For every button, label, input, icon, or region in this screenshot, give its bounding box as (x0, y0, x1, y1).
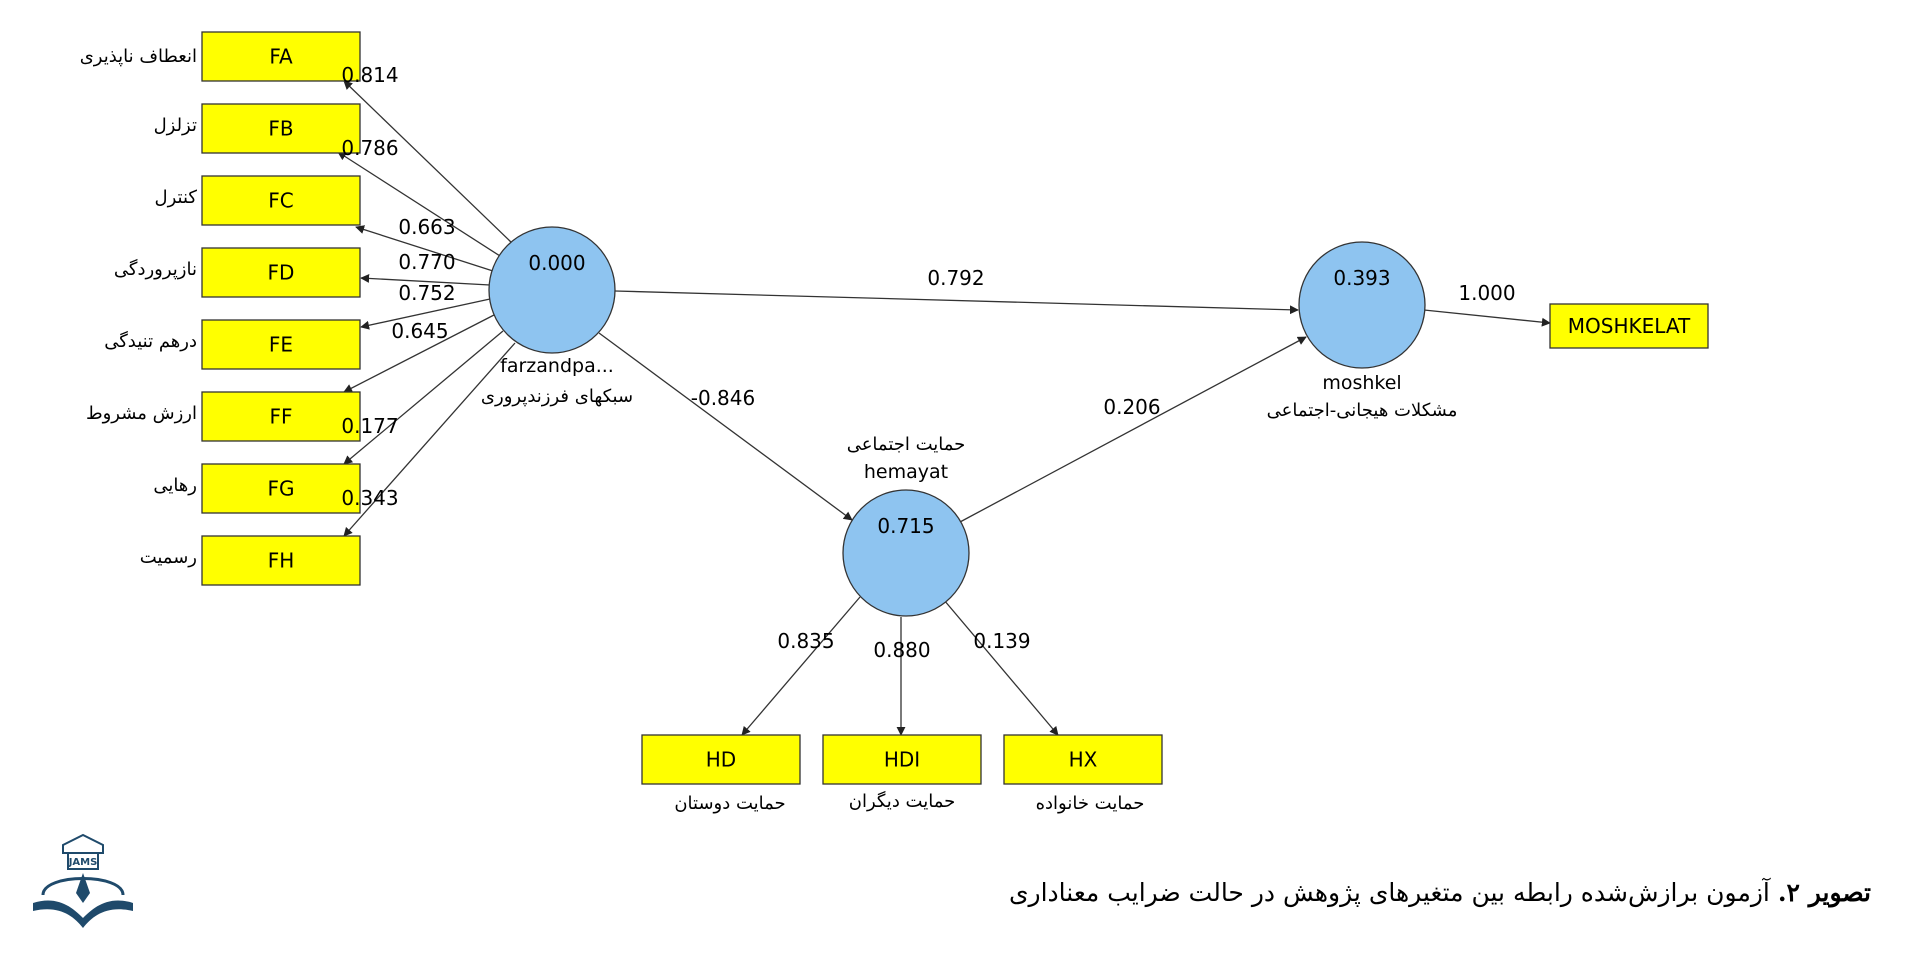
indicator-box-fe (201, 319, 361, 370)
coefficient-farzand-FC: 0.663 (398, 215, 455, 239)
coefficient-hemayat-HD: 0.835 (777, 629, 834, 653)
indicator-label-fb: تزلزل (154, 115, 197, 136)
construct-label-moshkel: مشکلات هیجانی-اجتماعی (1267, 400, 1458, 421)
indicator-label-ff: ارزش مشروط (86, 403, 197, 424)
construct-hemayat (842, 489, 970, 617)
indicator-box-fa (201, 31, 361, 82)
construct-farzand (488, 226, 616, 354)
caption-text: آزمون برازش‌شده رابطه بین متغیرهای پژوهش… (1008, 878, 1778, 907)
construct-moshkel (1298, 241, 1426, 369)
coefficient-farzand-FA: 0.814 (341, 63, 398, 87)
indicator-label-fe: درهم تنیدگی (104, 330, 197, 352)
figure-caption: تصویر ۲. آزمون برازش‌شده رابطه بین متغیر… (1009, 878, 1871, 907)
indicator-label-hdi: حمایت دیگران (849, 790, 956, 812)
indicator-code-ff: FF (269, 405, 292, 429)
path-farzand-hemayat (598, 332, 853, 521)
coefficient-hemayat-moshkel: 0.206 (1103, 395, 1160, 419)
coefficient-farzand-FB: 0.786 (341, 136, 398, 160)
indicator-code-moshkelat: MOSHKELAT (1568, 314, 1691, 338)
coefficient-moshkel-MOSHKELAT: 1.000 (1458, 281, 1515, 305)
indicator-box-fg (201, 463, 361, 514)
coefficient-farzand-FG: 0.177 (341, 414, 398, 438)
construct-name-moshkel: moshkel (1322, 372, 1401, 394)
path-farzand-FH (343, 342, 516, 537)
indicator-code-fb: FB (268, 117, 293, 141)
indicator-code-hdi: HDI (884, 748, 920, 772)
path-hemayat-HD (741, 596, 861, 736)
construct-label-farzand: سبکهای فرزندپروری (481, 386, 633, 407)
indicator-box-fb (201, 103, 361, 154)
path-farzand-FG (343, 330, 504, 465)
indicator-label-hx: حمایت خانواده (1036, 793, 1145, 814)
indicator-box-fd (201, 247, 361, 298)
indicator-code-hd: HD (706, 748, 736, 772)
construct-r2-farzand: 0.000 (528, 251, 585, 275)
indicator-code-fc: FC (268, 189, 293, 213)
coefficient-farzand-FE: 0.752 (398, 281, 455, 305)
indicator-box-fh (201, 535, 361, 586)
path-farzand-FE (360, 298, 491, 330)
coefficient-farzand-hemayat: -0.846 (691, 386, 755, 410)
indicator-box-fc (201, 175, 361, 226)
coefficient-farzand-FD: 0.770 (398, 250, 455, 274)
indicator-code-fh: FH (268, 549, 295, 573)
path-moshkel-MOSHKELAT (1423, 309, 1551, 327)
coefficient-hemayat-HDI: 0.880 (873, 638, 930, 662)
path-farzand-FC (355, 225, 494, 272)
coefficient-hemayat-HX: 0.139 (973, 629, 1030, 653)
coefficient-farzand-FF: 0.645 (391, 319, 448, 343)
indicator-code-fe: FE (269, 333, 293, 357)
path-farzand-FB (337, 151, 501, 257)
indicator-label-fa: انعطاف ناپذیری (80, 46, 197, 67)
path-farzand-FD (360, 273, 491, 286)
coefficient-farzand-FH: 0.343 (341, 486, 398, 510)
indicator-box-moshkelat (1549, 303, 1709, 349)
indicator-label-fg: رهایی (153, 475, 197, 496)
journal-logo: JAMS (28, 833, 138, 937)
indicator-code-fa: FA (269, 45, 293, 69)
caption-label: تصویر ۲. (1777, 878, 1871, 907)
indicator-code-fg: FG (267, 477, 294, 501)
construct-name-farzand: farzandpa... (500, 355, 614, 377)
construct-r2-moshkel: 0.393 (1333, 266, 1390, 290)
path-hemayat-moshkel (959, 336, 1307, 523)
indicator-code-hx: HX (1069, 748, 1098, 772)
construct-label-hemayat: حمایت اجتماعی (847, 434, 966, 455)
path-hemayat-HX (943, 599, 1059, 736)
indicator-code-fd: FD (268, 261, 295, 285)
indicator-label-fd: نازپروردگی (114, 258, 197, 280)
logo-text: JAMS (68, 857, 98, 868)
path-farzand-FA (343, 80, 514, 245)
indicator-label-fh: رسمیت (140, 547, 197, 568)
indicator-label-hd: حمایت دوستان (674, 793, 785, 814)
path-farzand-FF (343, 314, 495, 393)
indicator-box-ff (201, 391, 361, 442)
coefficient-farzand-moshkel: 0.792 (927, 266, 984, 290)
construct-name-hemayat: hemayat (864, 461, 948, 483)
path-farzand-moshkel (614, 290, 1299, 315)
indicator-box-hx (1003, 734, 1163, 785)
indicator-box-hd (641, 734, 801, 785)
indicator-label-fc: کنترل (155, 187, 198, 208)
construct-r2-hemayat: 0.715 (877, 514, 934, 538)
indicator-box-hdi (822, 734, 982, 785)
